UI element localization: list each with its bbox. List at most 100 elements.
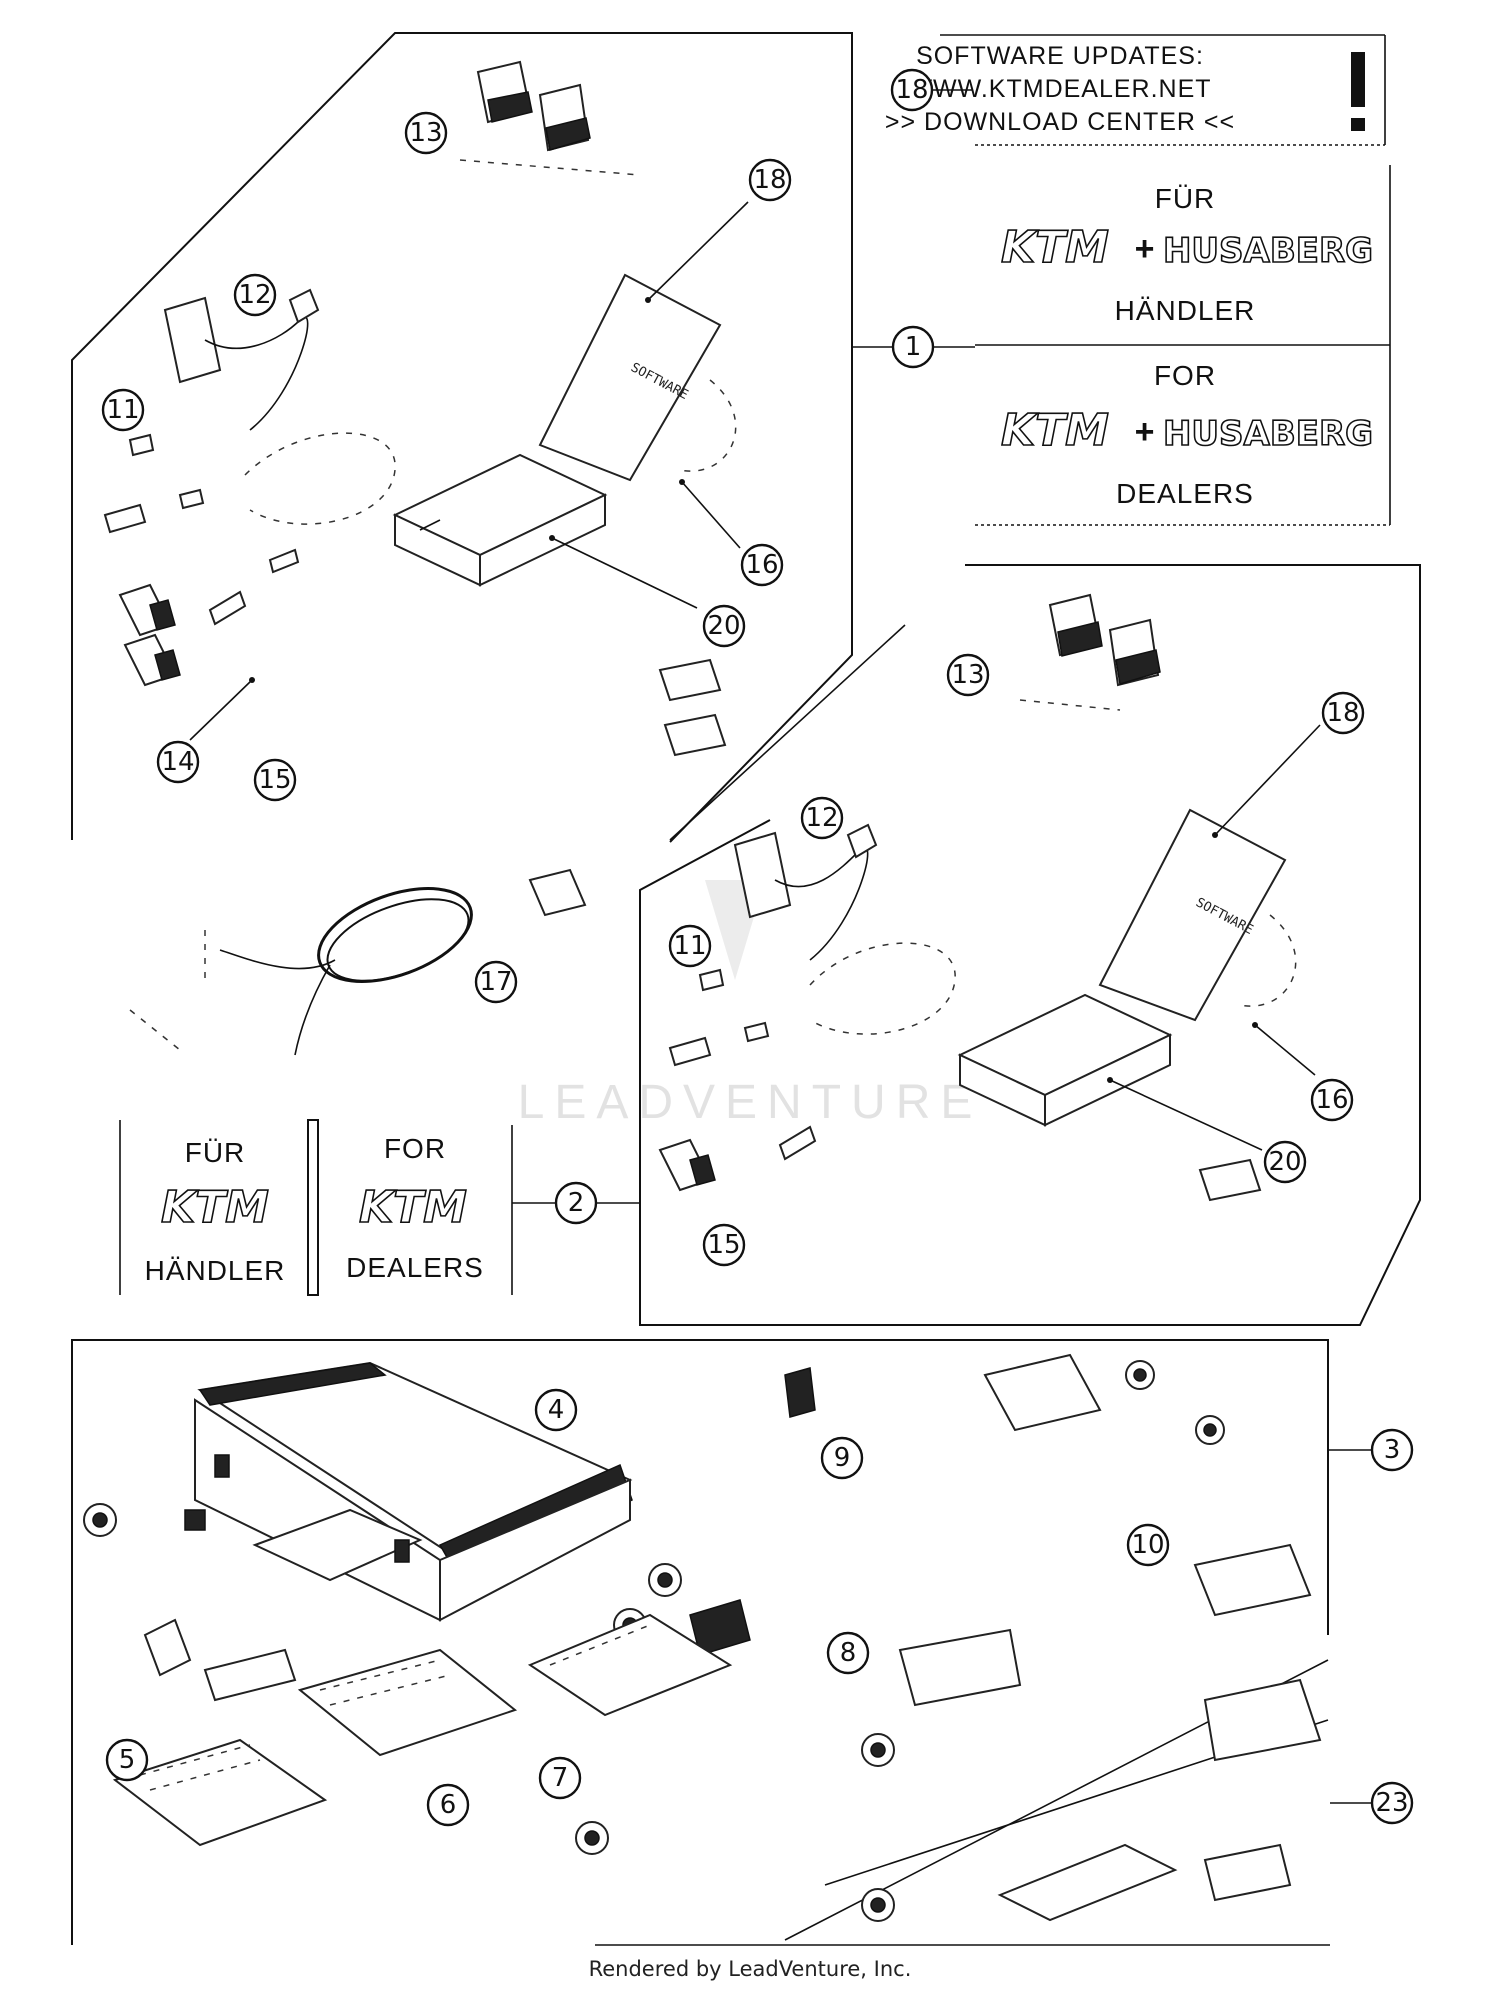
callout-18b-label: 18: [895, 75, 928, 105]
callout-4-label: 4: [548, 1395, 565, 1425]
power-adapter-part: [163, 288, 320, 431]
callout-17-label: 17: [479, 967, 512, 997]
kit-2-leaders: [1107, 724, 1321, 1151]
callout-23-label: 23: [1375, 1788, 1408, 1818]
exclamation-icon: [1351, 52, 1365, 107]
callout-8-label: 8: [840, 1638, 857, 1668]
footer-credit: Rendered by LeadVenture, Inc.: [589, 1957, 912, 1981]
manual-sheet-5: [112, 1738, 328, 1847]
callout-12b[interactable]: 12: [800, 796, 844, 840]
callout-5[interactable]: 5: [105, 1738, 149, 1782]
kit-1-leaders: [189, 201, 749, 741]
callout-16b[interactable]: 16: [1310, 1078, 1354, 1122]
callout-14-label: 14: [161, 747, 194, 777]
dealer-panel-1-dealers: DEALERS: [1116, 478, 1254, 509]
software-updates-box: SOFTWARE UPDATES: WWW.KTMDEALER.NET >> D…: [885, 34, 1386, 146]
callout-15b-label: 15: [707, 1230, 740, 1260]
manual-sheet-7: [527, 1613, 733, 1717]
callout-18c[interactable]: 18: [1321, 691, 1365, 735]
ktm-logo-3: KTM: [161, 1182, 269, 1233]
housing-part: [658, 658, 722, 702]
callout-6-label: 6: [440, 1790, 457, 1820]
callout-18b[interactable]: 18: [890, 68, 972, 112]
callout-13b[interactable]: 13: [946, 653, 990, 697]
callout-16a[interactable]: 16: [740, 543, 784, 587]
callout-3-label: 3: [1384, 1435, 1401, 1465]
dealer-panel-2-for: FOR: [384, 1133, 446, 1164]
callout-6[interactable]: 6: [426, 1783, 470, 1827]
sensor-part: [118, 583, 181, 687]
manual-sheets: [112, 1613, 733, 1847]
software-updates-line1: SOFTWARE UPDATES:: [916, 42, 1204, 70]
callout-9-label: 9: [834, 1443, 851, 1473]
watermark-text: LEADVENTURE: [518, 1076, 983, 1129]
callout-7[interactable]: 7: [538, 1756, 582, 1800]
callout-3[interactable]: 3: [1370, 1428, 1414, 1472]
callout-20b-label: 20: [1268, 1147, 1301, 1177]
callout-16b-label: 16: [1315, 1085, 1348, 1115]
husaberg-logo-2: HUSABERG: [1163, 414, 1373, 454]
dealer-panel-2-fur: FÜR: [185, 1137, 246, 1168]
software-updates-line2: WWW.KTMDEALER.NET: [908, 75, 1211, 103]
callout-2-label: 2: [568, 1188, 585, 1218]
tool-case-part: [184, 1361, 633, 1622]
callout-20a-label: 20: [707, 611, 740, 641]
callout-18a-label: 18: [753, 165, 786, 195]
callout-11b[interactable]: 11: [668, 924, 712, 968]
dealer-panel-2-dealers: DEALERS: [346, 1252, 484, 1283]
callout-10[interactable]: 10: [1126, 1523, 1170, 1567]
callout-5-label: 5: [119, 1745, 136, 1775]
callout-12a-label: 12: [238, 280, 271, 310]
husaberg-logo-1: HUSABERG: [1163, 231, 1373, 271]
callout-8[interactable]: 8: [826, 1631, 870, 1675]
callout-15a[interactable]: 15: [253, 758, 297, 802]
ktm-logo-4: KTM: [359, 1182, 467, 1233]
dealer-panel-2: FÜR KTM HÄNDLER FOR KTM DEALERS: [119, 1119, 513, 1296]
plug-part: [103, 503, 147, 534]
callout-15a-label: 15: [258, 765, 291, 795]
callout-10-label: 10: [1131, 1530, 1164, 1560]
dealer-panel-1-fur: FÜR: [1155, 183, 1216, 214]
cap-part: [476, 60, 591, 152]
callout-11a[interactable]: 11: [101, 388, 145, 432]
callout-13a-label: 13: [409, 118, 442, 148]
callout-13a[interactable]: 13: [404, 111, 448, 155]
callout-7-label: 7: [552, 1763, 569, 1793]
cable-part: [129, 868, 587, 1056]
dealer-panel-1: FÜR KTM + HUSABERG HÄNDLER FOR KTM + HUS…: [975, 165, 1391, 526]
callout-12b-label: 12: [805, 803, 838, 833]
callout-20a[interactable]: 20: [702, 604, 746, 648]
callout-11b-label: 11: [673, 931, 706, 961]
callout-16a-label: 16: [745, 550, 778, 580]
dealer-panel-2-haendler: HÄNDLER: [145, 1255, 286, 1286]
kit-2-parts: SOFTWARE: [658, 593, 1297, 1202]
callout-1[interactable]: 1: [852, 325, 975, 369]
callout-14[interactable]: 14: [156, 740, 200, 784]
kit-1-parts: SOFTWARE: [103, 60, 737, 757]
kit-1-frame: [71, 32, 853, 843]
software-sheet-part: SOFTWARE: [538, 273, 737, 482]
ktm-logo-1: KTM: [1001, 222, 1109, 273]
bottom-kit-parts: [83, 1353, 1322, 1922]
plus-sign-1: +: [1135, 230, 1156, 268]
callout-4[interactable]: 4: [534, 1388, 578, 1432]
interface-box-part: [392, 453, 608, 587]
plus-sign-2: +: [1135, 413, 1156, 451]
kit-2-frame: [639, 564, 1421, 1326]
dealer-panel-1-for: FOR: [1154, 360, 1216, 391]
manual-sheet-6: [297, 1648, 518, 1757]
callout-12a[interactable]: 12: [233, 273, 277, 317]
ktm-logo-2: KTM: [1001, 405, 1109, 456]
connector-part: [128, 433, 155, 457]
callout-18c-label: 18: [1326, 698, 1359, 728]
callout-23[interactable]: 23: [1330, 1781, 1414, 1825]
callout-1-label: 1: [905, 332, 922, 362]
callout-9[interactable]: 9: [820, 1436, 864, 1480]
callout-2[interactable]: 2: [512, 1181, 640, 1225]
callout-18a[interactable]: 18: [748, 158, 792, 202]
callout-17[interactable]: 17: [474, 960, 518, 1004]
dealer-panel-1-haendler: HÄNDLER: [1115, 295, 1256, 326]
callout-20b[interactable]: 20: [1263, 1140, 1307, 1184]
callout-15b[interactable]: 15: [702, 1223, 746, 1267]
